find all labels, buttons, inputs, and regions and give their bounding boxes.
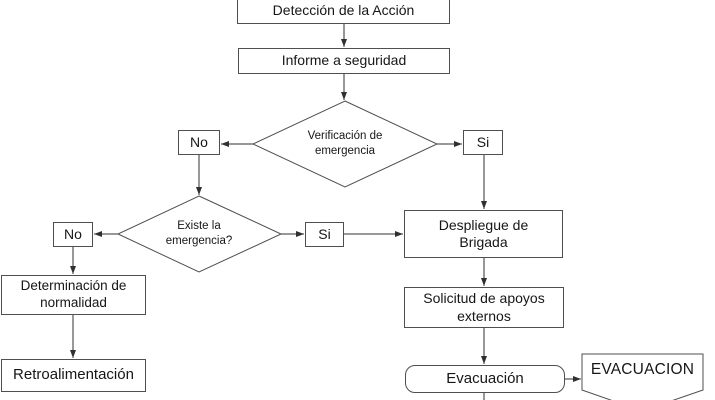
node-no1: No <box>178 130 220 155</box>
node-evacuacion: Evacuación <box>405 365 565 393</box>
node-informe: Informe a seguridad <box>238 48 450 74</box>
node-verificacion-label: Verificación de emergencia <box>307 130 383 157</box>
node-no2: No <box>53 222 93 247</box>
node-solicitud: Solicitud de apoyos externos <box>404 287 564 328</box>
node-si1: Si <box>463 130 503 155</box>
existe-diamond <box>116 195 283 273</box>
verificacion-diamond <box>251 100 439 188</box>
node-evacuacion-final-label: EVACUACION <box>590 361 695 378</box>
node-si2: Si <box>305 222 344 247</box>
node-despliegue: Despliegue de Brigada <box>404 210 563 258</box>
evacuacion-final-pennant <box>581 353 704 400</box>
node-deteccion: Detección de la Acción <box>237 0 450 24</box>
node-retroalimentacion: Retroalimentación <box>1 359 146 392</box>
node-determinacion: Determinación de normalidad <box>1 275 146 315</box>
node-existe-label: Existe la emergencia? <box>165 220 233 247</box>
